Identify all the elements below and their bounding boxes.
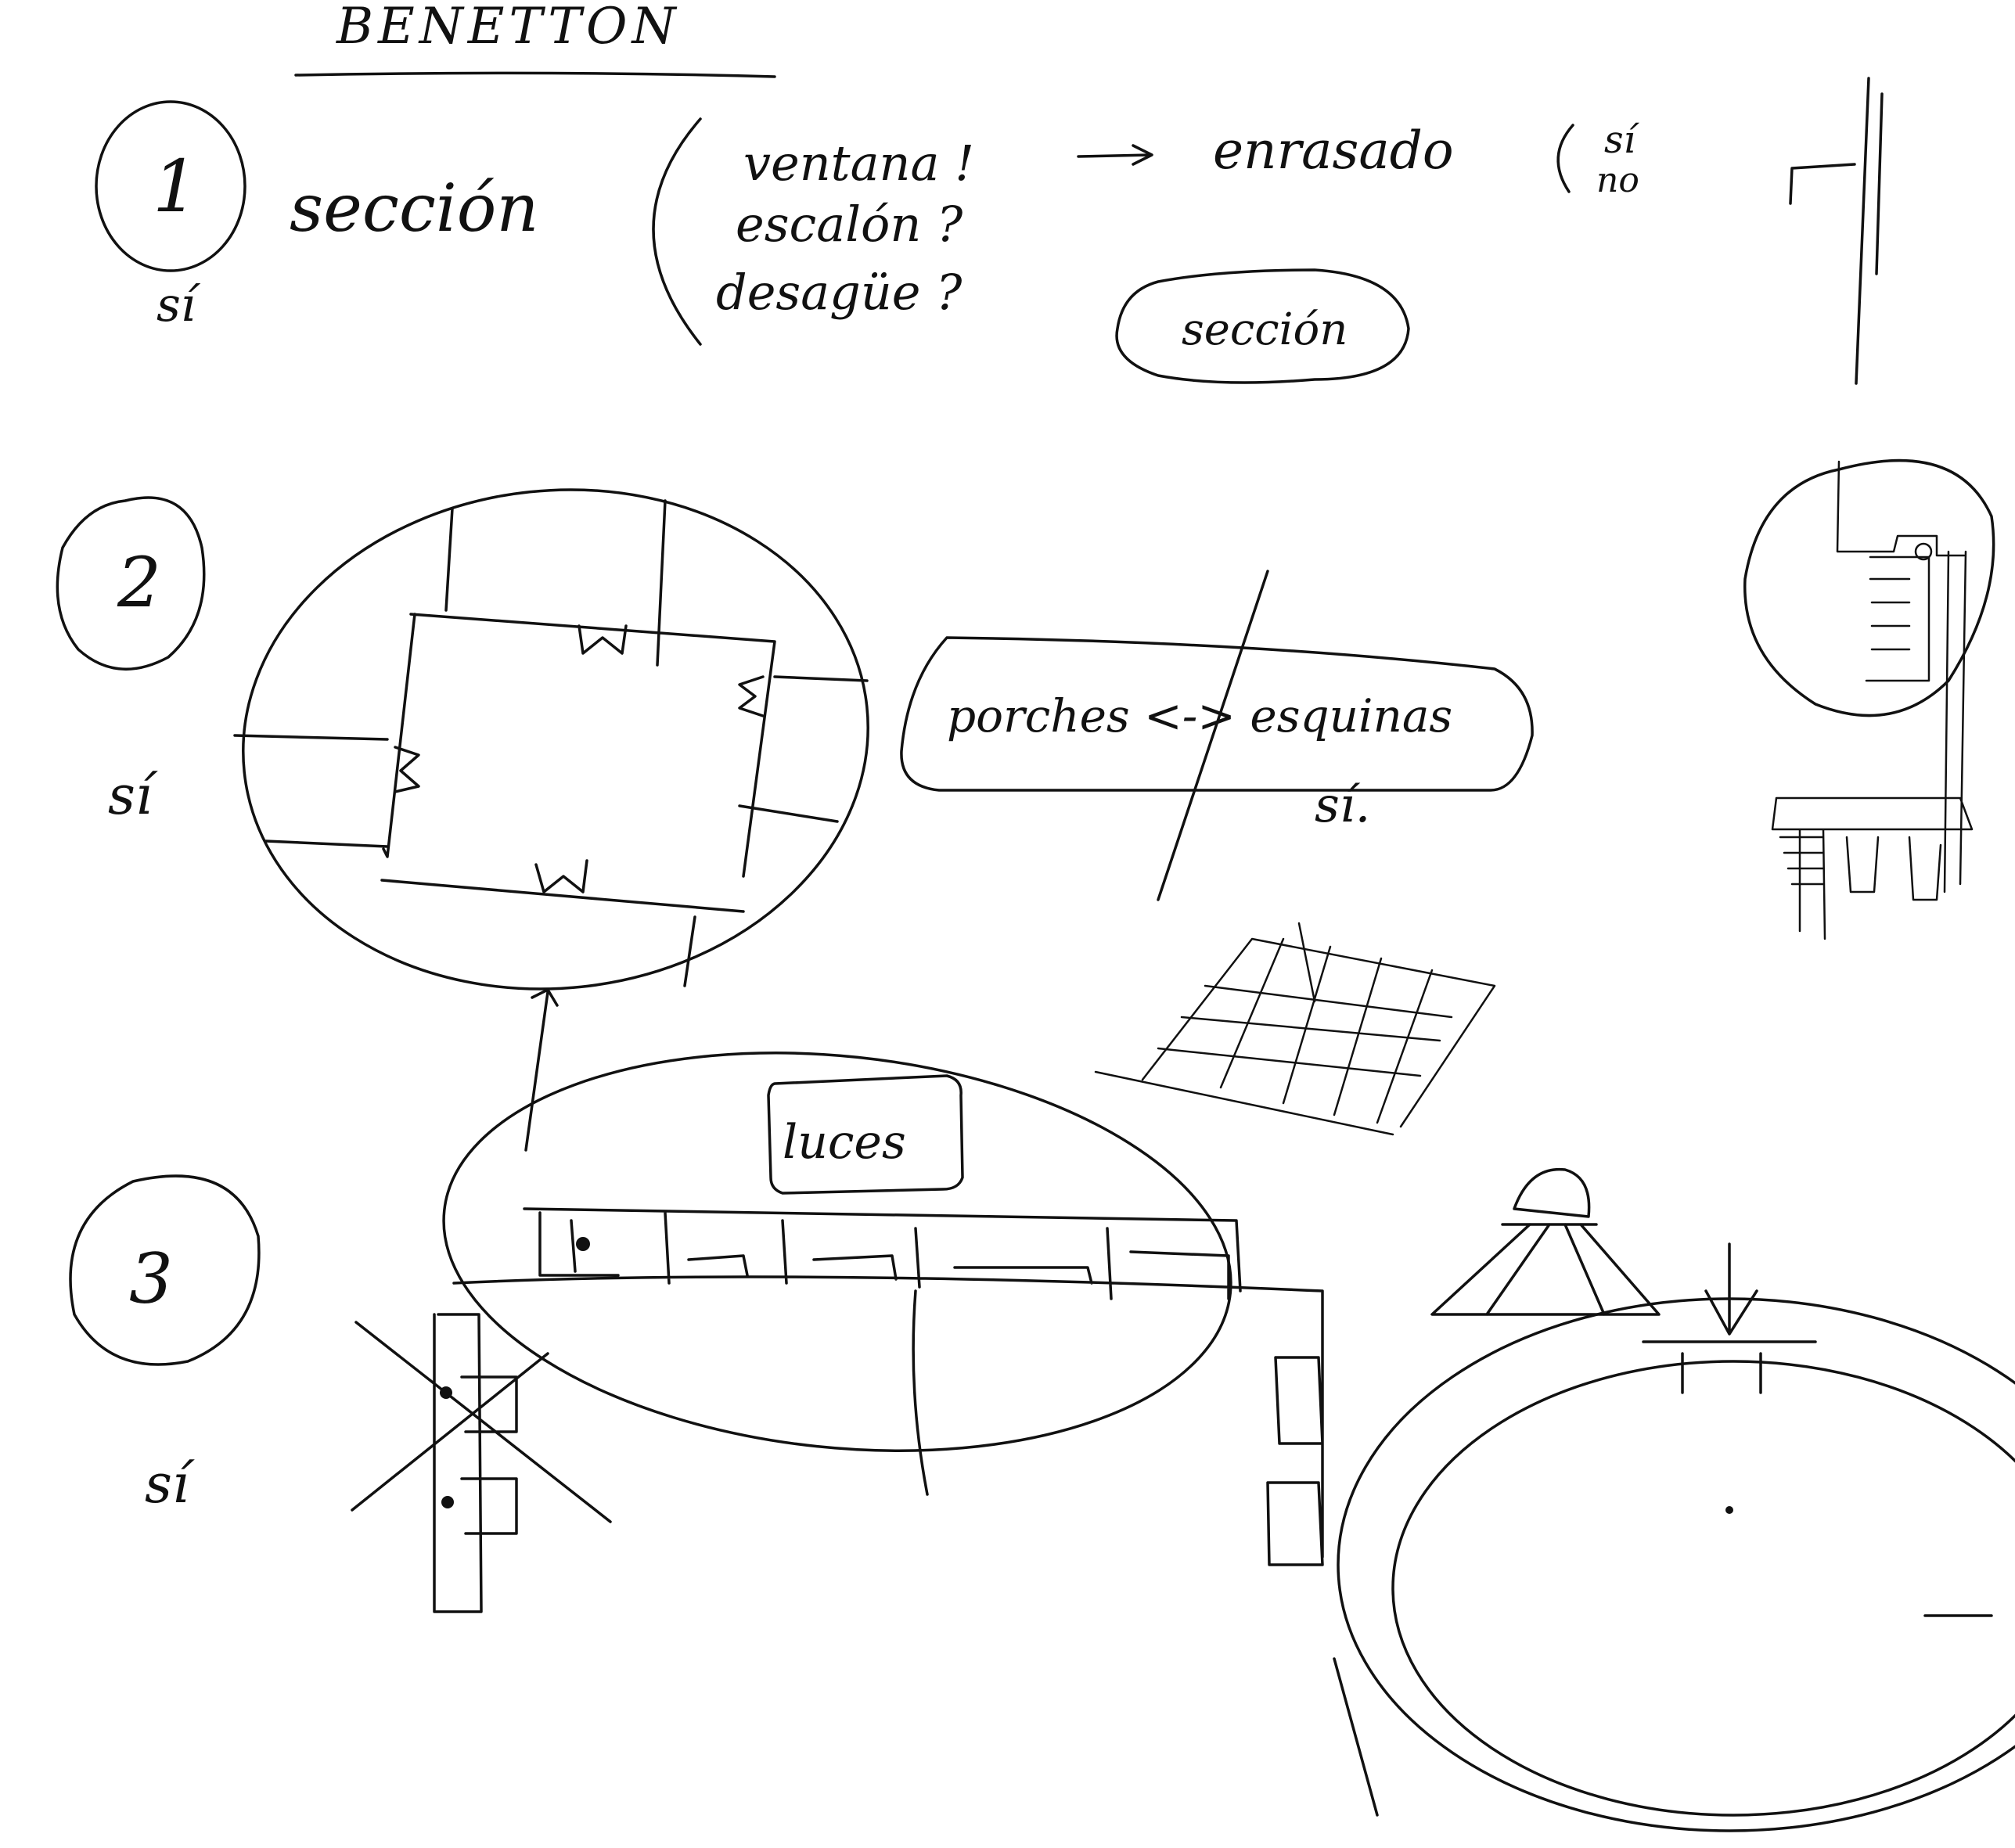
item-3-roundabout-outer bbox=[1337, 1297, 2015, 1832]
item-2-entry-arrow bbox=[524, 988, 559, 1152]
item-2-number: 2 bbox=[117, 542, 161, 623]
item-1-options-paren bbox=[1556, 124, 1574, 193]
item-2-plan-ellipse bbox=[242, 488, 869, 991]
title-underline bbox=[294, 71, 776, 78]
item-3-lamp-elevation bbox=[1430, 1167, 1661, 1316]
item-3-circle bbox=[69, 1174, 261, 1366]
item-1-circle bbox=[95, 100, 246, 272]
item-1-option-no: no bbox=[1596, 160, 1639, 200]
item-2-check: sí bbox=[108, 765, 158, 827]
item-2-plan bbox=[233, 499, 869, 987]
item-2-perspective-grid bbox=[1094, 922, 1496, 1136]
item-1-question-1: ventana ! bbox=[743, 135, 974, 192]
item-3-roundabout-inner bbox=[1391, 1360, 2015, 1817]
item-3-lamp-1 bbox=[440, 1386, 452, 1399]
item-3-bubble-label: luces bbox=[783, 1115, 906, 1170]
item-2-bubble bbox=[900, 636, 1534, 792]
item-1-bracket bbox=[652, 117, 702, 346]
item-2-bubble-label: porches <-> esquinas bbox=[947, 689, 1452, 742]
item-1-arrow-target: enrasado bbox=[1213, 120, 1454, 181]
item-2-detail-section bbox=[1771, 460, 1974, 940]
item-1-section-detail bbox=[1789, 77, 1884, 385]
item-3-bubble bbox=[767, 1074, 964, 1195]
item-3-roundabout-arrow bbox=[1333, 1242, 1993, 1817]
item-3-roundabout-center bbox=[1725, 1506, 1733, 1514]
item-3-lamp-2 bbox=[441, 1496, 454, 1508]
item-1-question-2: escalón ? bbox=[736, 196, 963, 253]
item-1-check: sí bbox=[157, 278, 201, 333]
item-3-facade bbox=[351, 1207, 1324, 1613]
item-3-number: 3 bbox=[129, 1239, 173, 1319]
item-3-elevation-ellipse bbox=[442, 1052, 1232, 1452]
item-2-bubble-check: sí. bbox=[1315, 776, 1370, 833]
item-3-check: sí bbox=[145, 1454, 195, 1515]
item-2-detail-bolt bbox=[1914, 542, 1933, 561]
item-1-option-si: sí bbox=[1604, 118, 1640, 162]
item-1-question-3: desagüe ? bbox=[716, 264, 963, 321]
item-2-circle bbox=[56, 496, 206, 671]
item-1-bubble-label: sección bbox=[1182, 304, 1348, 355]
item-1-label: sección bbox=[290, 170, 538, 246]
item-1-bubble bbox=[1115, 268, 1410, 384]
item-2-divider-stroke bbox=[1157, 570, 1269, 901]
item-1-arrow bbox=[1077, 144, 1153, 166]
item-1-number: 1 bbox=[153, 145, 199, 228]
item-2-detail-circle bbox=[1743, 458, 1995, 717]
page-title: BENETTON bbox=[336, 0, 681, 56]
item-3-lamp-3 bbox=[576, 1237, 590, 1251]
